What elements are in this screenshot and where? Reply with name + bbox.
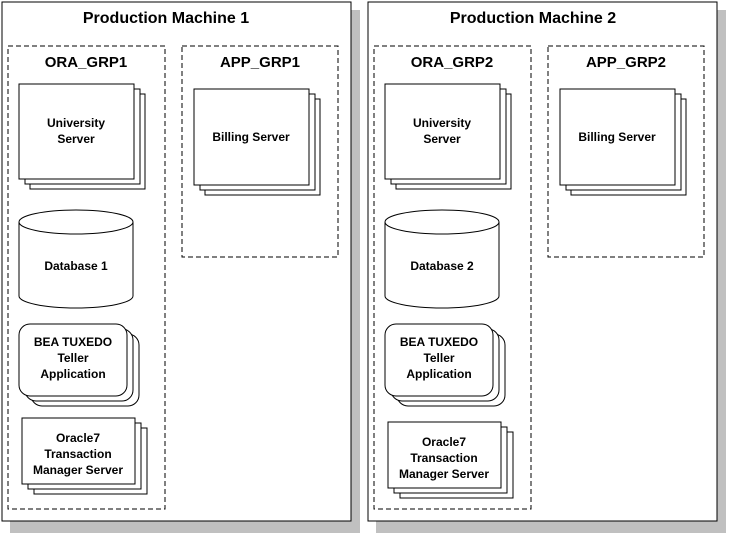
stack-layer-front (387, 421, 502, 489)
app-group-1: APP_GRP1 Billing Server (181, 45, 339, 258)
machine-1-title: Production Machine 1 (83, 10, 249, 27)
tuxedo-label-line3: Application (406, 367, 471, 381)
ora-group-1: ORA_GRP1 University Server Database 1 (7, 45, 166, 510)
oracle7-label-line2: Transaction (410, 451, 477, 465)
university-server-label-line1: University (413, 116, 471, 130)
ora-group-2-title: ORA_GRP2 (411, 54, 494, 71)
production-machine-2: Production Machine 2 ORA_GRP2 University… (367, 1, 726, 533)
stack-layer-front (18, 83, 135, 180)
oracle7-transaction-manager-2: Oracle7 Transaction Manager Server (387, 421, 514, 499)
tuxedo-label-line3: Application (40, 367, 105, 381)
app-group-2: APP_GRP2 Billing Server (547, 45, 705, 258)
oracle7-label-line1: Oracle7 (422, 435, 466, 449)
database-2-body (384, 222, 500, 309)
database-2-label: Database 2 (410, 259, 474, 273)
database-1-body (18, 222, 134, 309)
stack-layer-front (384, 323, 494, 397)
oracle7-transaction-manager-1: Oracle7 Transaction Manager Server (21, 417, 148, 495)
ora-group-2: ORA_GRP2 University Server Database 2 BE… (373, 45, 532, 510)
tuxedo-teller-application-2: BEA TUXEDO Teller Application (384, 323, 506, 407)
oracle7-label-line2: Transaction (44, 447, 111, 461)
database-1: Database 1 (18, 209, 134, 309)
tuxedo-label-line2: Teller (423, 351, 454, 365)
university-server-label-line2: Server (423, 132, 461, 146)
billing-server-1: Billing Server (193, 88, 321, 196)
ora-group-1-title: ORA_GRP1 (45, 54, 128, 71)
machine-2-title: Production Machine 2 (450, 10, 616, 27)
stack-layer-front (193, 88, 310, 186)
stack-layer-front (21, 417, 136, 485)
billing-server-label: Billing Server (578, 130, 656, 144)
university-server-1: University Server (18, 83, 146, 190)
app-group-2-title: APP_GRP2 (586, 54, 666, 71)
oracle7-label-line3: Manager Server (399, 467, 489, 481)
production-machine-1: Production Machine 1 ORA_GRP1 University… (1, 1, 360, 533)
app-group-1-border (181, 45, 339, 258)
oracle7-label-line3: Manager Server (33, 463, 123, 477)
university-server-2: University Server (384, 83, 512, 190)
database-2-top (384, 209, 500, 235)
database-2: Database 2 (384, 209, 500, 309)
tuxedo-teller-application-1: BEA TUXEDO Teller Application (18, 323, 140, 407)
ora-group-2-border (373, 45, 532, 510)
stack-layer-front (559, 88, 676, 186)
app-group-2-border (547, 45, 705, 258)
ora-group-1-border (7, 45, 166, 510)
stack-layer-front (18, 323, 128, 397)
billing-server-label: Billing Server (212, 130, 290, 144)
app-group-1-title: APP_GRP1 (220, 54, 300, 71)
tuxedo-label-line1: BEA TUXEDO (34, 335, 112, 349)
university-server-label-line1: University (47, 116, 105, 130)
tuxedo-label-line2: Teller (57, 351, 88, 365)
stack-layer-front (384, 83, 501, 180)
database-1-top (18, 209, 134, 235)
billing-server-2: Billing Server (559, 88, 687, 196)
university-server-label-line2: Server (57, 132, 95, 146)
oracle7-label-line1: Oracle7 (56, 431, 100, 445)
database-1-label: Database 1 (44, 259, 108, 273)
tuxedo-label-line1: BEA TUXEDO (400, 335, 478, 349)
